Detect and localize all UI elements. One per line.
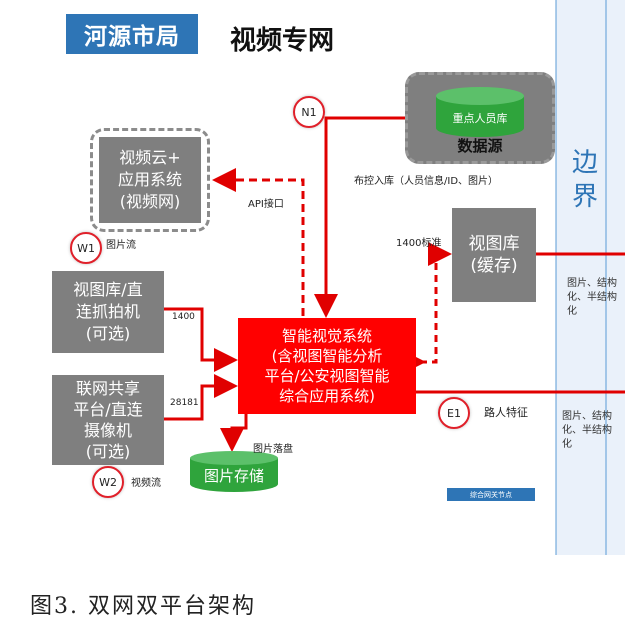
api-label: API接口 xyxy=(248,199,284,210)
org-title-badge: 河源市局 xyxy=(66,14,198,54)
image-stream-label: 图片流 xyxy=(106,240,136,251)
link-center-cache xyxy=(402,242,452,374)
link-datasource-center xyxy=(314,116,412,318)
link-center-storage xyxy=(220,414,248,452)
std-1400-right-label: 1400标准 xyxy=(396,238,442,249)
link-center-cloud xyxy=(212,168,305,316)
link-capture-center xyxy=(164,307,238,372)
database-cylinder-icon xyxy=(436,87,524,137)
deploy-label: 布控入库（人员信息/ID、图片） xyxy=(354,176,499,187)
right-text-top: 图片、结构 化、半结构 化 xyxy=(567,278,617,317)
key-persons-db-label: 重点人员库 xyxy=(452,112,508,125)
capture-camera-box: 视图库/直 连抓拍机 (可选) xyxy=(52,271,164,353)
image-storage-cylinder-icon xyxy=(190,451,278,492)
boundary-label: 边 界 xyxy=(572,148,599,212)
video-stream-label: 视频流 xyxy=(131,478,161,489)
intelligent-vision-system: 智能视觉系统 (含视图智能分析 平台/公安视图智能 综合应用系统) xyxy=(238,318,416,414)
link-cam-center xyxy=(164,374,238,421)
node-e1: E1 xyxy=(438,397,470,429)
image-save-label: 图片落盘 xyxy=(253,444,293,455)
networked-camera-box: 联网共享 平台/直连 摄像机 (可选) xyxy=(52,375,164,465)
pedestrian-feature-label: 路人特征 xyxy=(484,406,528,419)
view-library-cache-box: 视图库 (缓存) xyxy=(452,208,536,302)
datasource-label: 数据源 xyxy=(457,137,503,155)
video-cloud-box: 视频云+ 应用系统 (视频网) xyxy=(99,137,201,223)
gateway-node-tag: 综合网关节点 xyxy=(447,488,535,501)
figure-caption: 图3. 双网双平台架构 xyxy=(30,594,256,619)
std-28181-label: 28181 xyxy=(170,398,199,408)
network-title: 视频专网 xyxy=(230,26,335,56)
boundary-zone xyxy=(556,0,625,555)
node-w2: W2 xyxy=(92,466,124,498)
node-w1: W1 xyxy=(70,232,102,264)
right-text-bottom: 图片、结构 化、半结构 化 xyxy=(562,411,612,450)
node-n1: N1 xyxy=(293,96,325,128)
std-1400-left-label: 1400 xyxy=(172,312,195,322)
image-storage-label: 图片存储 xyxy=(203,467,264,485)
